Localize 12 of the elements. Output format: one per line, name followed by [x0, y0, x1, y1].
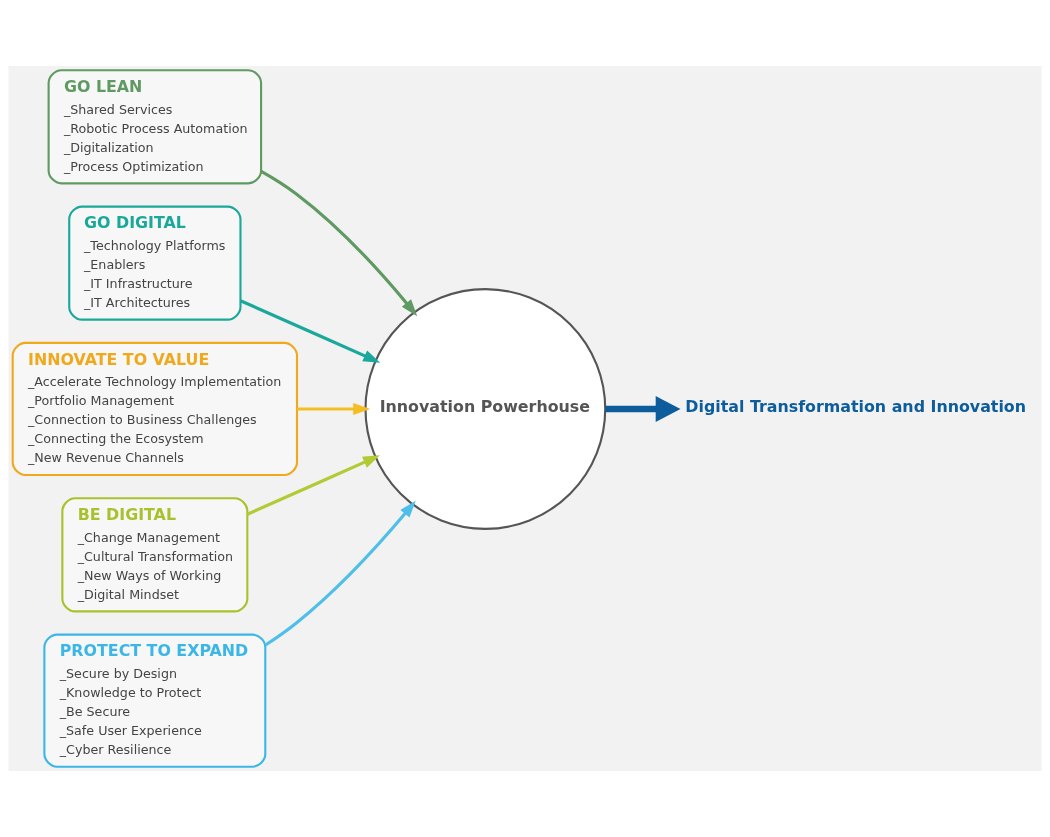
arrow: [264, 500, 416, 647]
node-text: Digital Transformation and Innovation: [685, 397, 1027, 417]
node-box: GO LEAN _Shared Services _Robotic Process Automation _Digitalization _Process Optimization: [47, 69, 263, 185]
arrow: [605, 395, 681, 422]
arrow: [246, 455, 380, 516]
node-box: BE DIGITAL _Change Management _Cultural Transformation _New Ways of Working _Digital Mindset: [61, 497, 249, 613]
node-box: GO DIGITAL _Technology Platforms _Enablers _IT Infrastructure _IT Architectures: [68, 205, 242, 321]
arrow: [239, 299, 381, 363]
arrow: [297, 403, 371, 415]
arrow: [260, 169, 418, 317]
node-box: PROTECT TO EXPAND _Secure by Design _Knowledge to Protect _Be Secure _Safe User Experience _Cyber Resilience: [43, 633, 267, 768]
node-box: INNOVATE TO VALUE _Accelerate Technology Implementation _Portfolio Management _Connection to Business Challenges _Connecting the Ecosystem _New Revenue Channels: [11, 341, 299, 477]
